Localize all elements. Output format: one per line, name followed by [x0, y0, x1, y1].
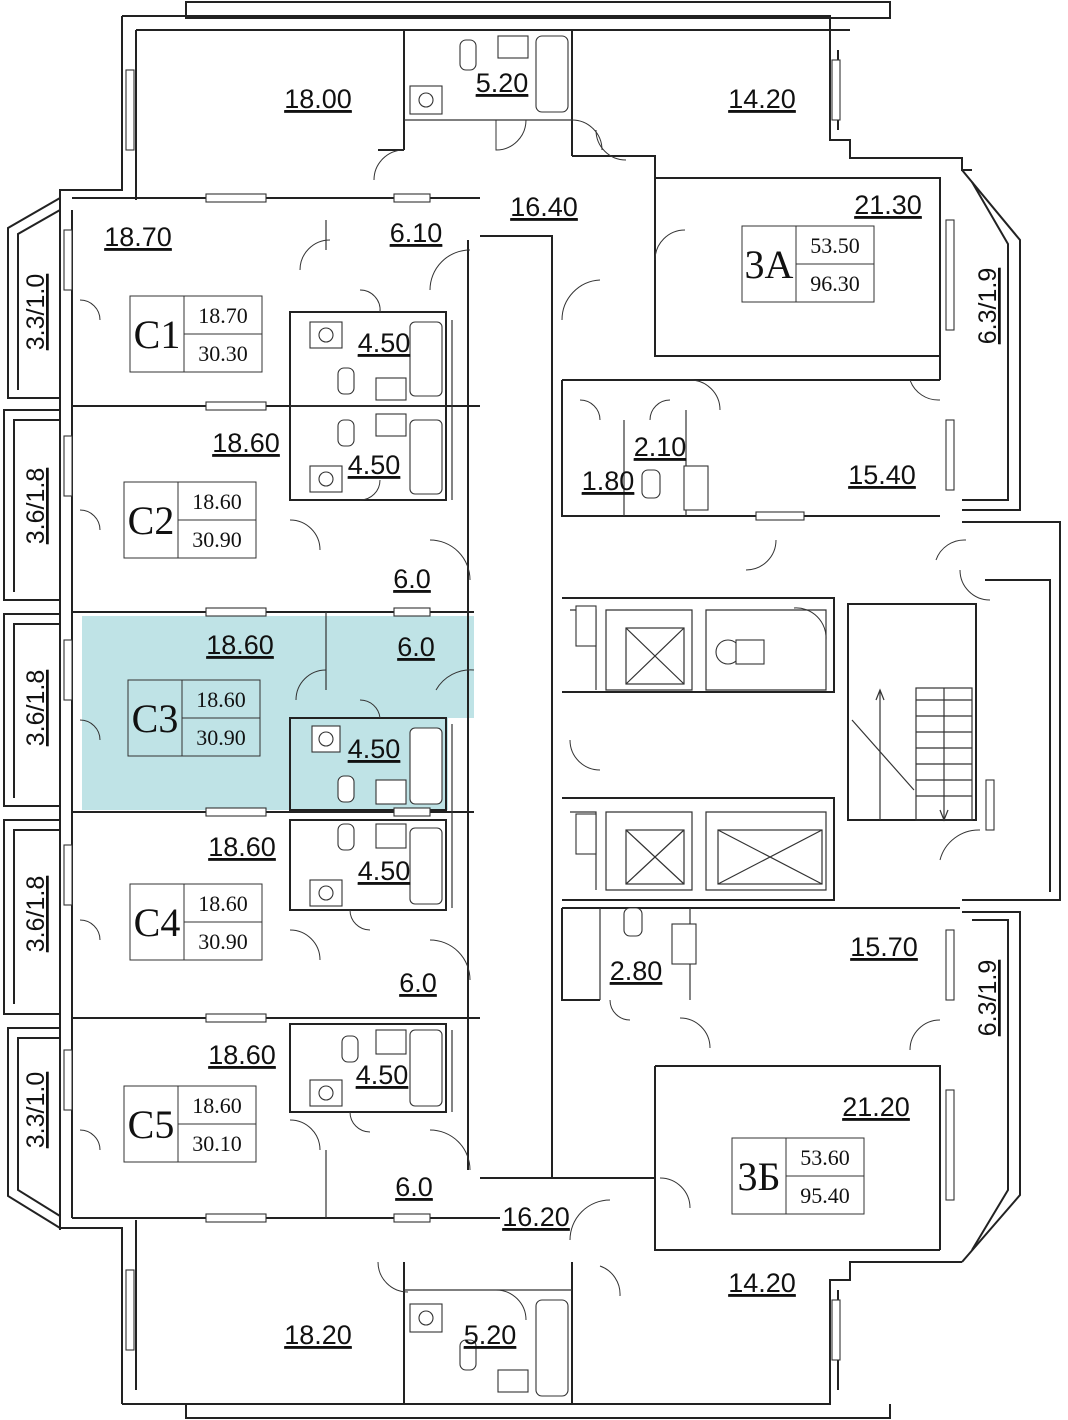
apartment-code: С5	[128, 1102, 175, 1147]
room-area-label: 16.20	[502, 1202, 570, 1232]
apartment-total-area: 30.90	[198, 929, 248, 954]
apartment-code: С3	[132, 696, 179, 741]
room-area-label: 2.80	[610, 956, 663, 986]
room-area-label: 14.20	[728, 1268, 796, 1298]
sanitary-fixtures	[309, 35, 709, 1397]
room-area-label: 18.70	[104, 222, 172, 252]
outer-walls	[3, 1, 1061, 1419]
room-area-label: 6.0	[395, 1172, 433, 1202]
room-area-label: 4.50	[358, 856, 411, 886]
room-area-label: 18.60	[208, 832, 276, 862]
apartment-living-area: 18.60	[192, 1093, 242, 1118]
balcony-area-label: 6.3/1.9	[974, 960, 1002, 1036]
balcony-area-label: 3.3/1.0	[22, 274, 50, 350]
apartment-living-area: 18.60	[198, 891, 248, 916]
apartment-box-c5[interactable]: С5 18.60 30.10	[123, 1085, 257, 1163]
room-area-label: 21.30	[854, 190, 922, 220]
balcony-area-label: 3.6/1.8	[22, 670, 50, 746]
room-area-label: 18.60	[212, 428, 280, 458]
apartment-living-area: 18.60	[192, 489, 242, 514]
apartment-box-c1[interactable]: С1 18.70 30.30	[129, 295, 263, 373]
apartment-code: С2	[128, 498, 175, 543]
room-area-label: 6.0	[397, 632, 435, 662]
apartment-total-area: 95.40	[800, 1183, 850, 1208]
balcony-area-label: 3.6/1.8	[22, 468, 50, 544]
room-area-label: 6.0	[399, 968, 437, 998]
room-area-label: 15.70	[850, 932, 918, 962]
apartment-total-area: 30.10	[192, 1131, 242, 1156]
room-area-label: 2.10	[634, 432, 687, 462]
apartment-box-c3[interactable]: С3 18.60 30.90	[127, 679, 261, 757]
room-area-label: 6.10	[390, 218, 443, 248]
apartment-total-area: 96.30	[810, 271, 860, 296]
room-area-label: 18.60	[206, 630, 274, 660]
apartment-code: 3А	[745, 242, 794, 287]
apartment-living-area: 53.60	[800, 1145, 850, 1170]
room-area-label: 5.20	[476, 68, 529, 98]
apartment-code: 3Б	[738, 1154, 781, 1199]
room-area-label: 18.00	[284, 84, 352, 114]
room-area-label: 16.40	[510, 192, 578, 222]
room-area-label: 4.50	[356, 1060, 409, 1090]
room-area-label: 4.50	[358, 328, 411, 358]
doors	[79, 119, 991, 1321]
room-area-label: 5.20	[464, 1320, 517, 1350]
room-area-label: 18.60	[208, 1040, 276, 1070]
balcony-area-label: 3.3/1.0	[22, 1072, 50, 1148]
balcony-area-label: 3.6/1.8	[22, 876, 50, 952]
elevator-shafts	[625, 627, 823, 885]
apartment-living-area: 18.70	[198, 303, 248, 328]
room-area-label: 1.80	[582, 466, 635, 496]
staircase	[851, 687, 973, 822]
room-area-label: 15.40	[848, 460, 916, 490]
apartment-box-c4[interactable]: С4 18.60 30.90	[129, 883, 263, 961]
apartment-box-3a[interactable]: 3А 53.50 96.30	[741, 225, 875, 303]
room-area-label: 14.20	[728, 84, 796, 114]
room-area-label: 4.50	[348, 450, 401, 480]
apartment-living-area: 53.50	[810, 233, 860, 258]
apartment-box-3b[interactable]: 3Б 53.60 95.40	[731, 1137, 865, 1215]
room-area-label: 18.20	[284, 1320, 352, 1350]
apartment-code: С1	[134, 312, 181, 357]
apartment-total-area: 30.90	[192, 527, 242, 552]
room-area-label: 21.20	[842, 1092, 910, 1122]
windows	[63, 59, 995, 1361]
apartment-code: С4	[134, 900, 181, 945]
room-area-labels: 18.00 5.20 14.20 16.40 21.30 18.70 6.10 4.50 18.…	[104, 68, 922, 1350]
apartment-box-c2[interactable]: С2 18.60 30.90	[123, 481, 257, 559]
room-area-label: 6.0	[393, 564, 431, 594]
apartment-total-area: 30.30	[198, 341, 248, 366]
room-area-label: 4.50	[348, 734, 401, 764]
apartment-living-area: 18.60	[196, 687, 246, 712]
balcony-area-labels: 3.3/1.0 3.6/1.8 3.6/1.8 3.6/1.8 3.3/1.0 6.3/1…	[22, 267, 1002, 1149]
balcony-area-label: 6.3/1.9	[974, 268, 1002, 344]
internal-walls	[72, 30, 977, 1404]
apartment-total-area: 30.90	[196, 725, 246, 750]
